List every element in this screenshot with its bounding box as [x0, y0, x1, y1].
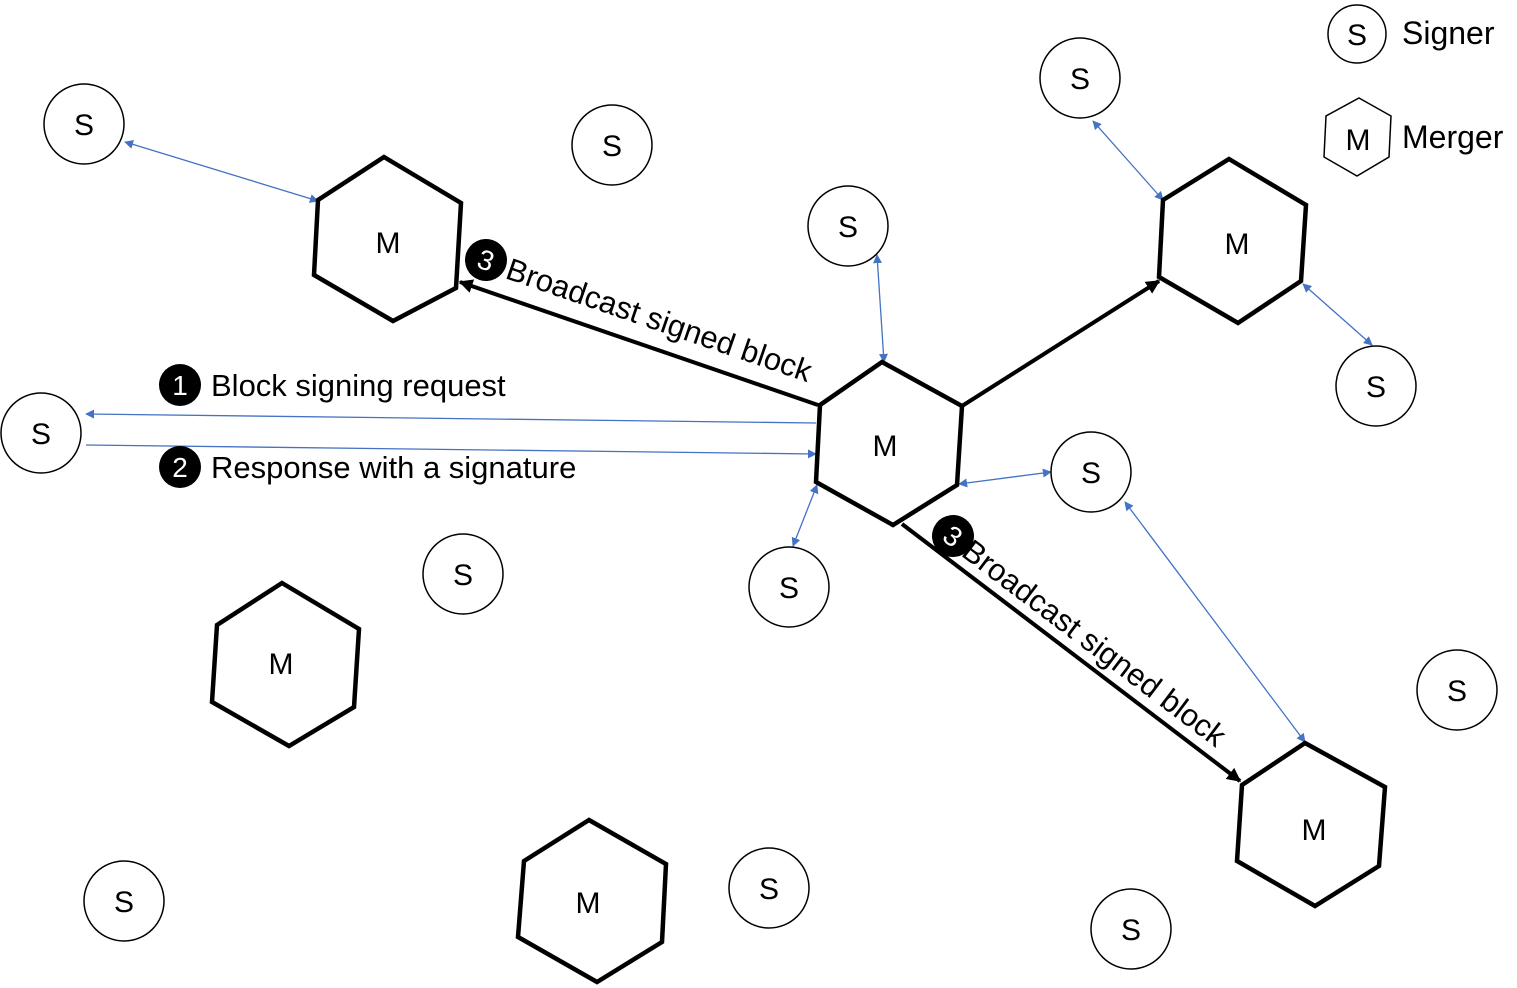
signer-symbol: S: [1070, 63, 1090, 96]
merger-nodes: M M M M M M: [209, 154, 1388, 985]
step-text: Broadcast signed block: [502, 251, 817, 389]
signer-node: S: [43, 83, 125, 165]
signer-node: S: [748, 546, 830, 628]
step-number: 1: [172, 370, 188, 401]
signer-link: [1124, 501, 1306, 743]
merger-symbol: M: [576, 887, 601, 920]
signer-symbol: S: [838, 211, 858, 244]
legend-merger: M Merger: [1323, 97, 1504, 177]
legend-merger-symbol: [1323, 97, 1392, 177]
signer-link: [958, 468, 1052, 488]
signer-node: S: [807, 185, 889, 267]
broadcast-link-upper-right: [960, 279, 1161, 408]
signer-symbol: S: [1447, 675, 1467, 708]
step-text: Block signing request: [211, 368, 506, 403]
signing-request-link: [85, 409, 817, 424]
merger-node: M: [311, 154, 464, 324]
signer-symbol: S: [759, 873, 779, 906]
signer-node: S: [83, 860, 165, 942]
merger-symbol: M: [1225, 228, 1250, 261]
legend: S Signer M Merger: [1323, 4, 1504, 177]
signer-link: [873, 254, 888, 363]
legend-signer-symbol: [1327, 4, 1387, 64]
signer-symbol: S: [1081, 457, 1101, 490]
signer-node: S: [1039, 37, 1121, 119]
merger-node: M: [1234, 740, 1388, 909]
step-text: Response with a signature: [211, 450, 576, 485]
merger-symbol: M: [1302, 814, 1327, 847]
signer-symbol: S: [453, 559, 473, 592]
step-badge: [932, 515, 974, 557]
signer-symbol: S: [1121, 914, 1141, 947]
signer-symbol: S: [602, 130, 622, 163]
signer-symbol: S: [31, 418, 51, 451]
signer-nodes: S S S S S S S S S S S S S: [0, 37, 1498, 970]
step-number: 2: [172, 452, 188, 483]
signature-response-link: [85, 444, 817, 459]
step-badge: [465, 239, 507, 281]
step-3-label-left: 3 Broadcast signed block: [465, 239, 817, 389]
merger-node: M: [515, 817, 669, 985]
merger-node: M: [209, 580, 362, 749]
step-2-label: 2 Response with a signature: [159, 446, 576, 488]
signer-link: [1092, 120, 1164, 201]
signer-node: S: [1090, 888, 1172, 970]
step-badge: [159, 364, 201, 406]
signer-node: S: [1416, 649, 1498, 731]
signer-symbol: S: [779, 572, 799, 605]
signer-symbol: S: [1366, 371, 1386, 404]
signer-node: S: [728, 847, 810, 929]
signer-links: [85, 120, 1373, 743]
signer-node: S: [1335, 345, 1417, 427]
broadcast-link-left: [458, 279, 819, 407]
signer-symbol: S: [114, 886, 134, 919]
merger-symbol: M: [873, 430, 898, 463]
signer-symbol: S: [74, 109, 94, 142]
step-3-label-right: 3 Broadcast signed block: [932, 515, 1233, 754]
signer-link: [791, 484, 819, 547]
signer-node: S: [422, 533, 504, 615]
legend-signer-letter: S: [1347, 19, 1367, 52]
step-1-label: 1 Block signing request: [159, 364, 506, 406]
merger-symbol: M: [269, 648, 294, 681]
legend-merger-label: Merger: [1402, 119, 1504, 155]
step-badge: [159, 446, 201, 488]
merger-node: M: [813, 359, 965, 528]
signer-link: [124, 140, 319, 203]
signer-node: S: [0, 392, 82, 474]
broadcast-link-lower-right: [900, 522, 1242, 783]
signer-node: S: [1050, 431, 1132, 513]
signer-node: S: [571, 104, 653, 186]
legend-signer: S Signer: [1327, 4, 1495, 64]
merger-symbol: M: [376, 227, 401, 260]
legend-merger-letter: M: [1346, 124, 1371, 157]
merger-node: M: [1156, 156, 1309, 326]
legend-signer-label: Signer: [1402, 15, 1495, 51]
signer-link: [1302, 283, 1373, 346]
broadcast-links: [458, 279, 1242, 783]
step-text: Broadcast signed block: [956, 533, 1233, 754]
